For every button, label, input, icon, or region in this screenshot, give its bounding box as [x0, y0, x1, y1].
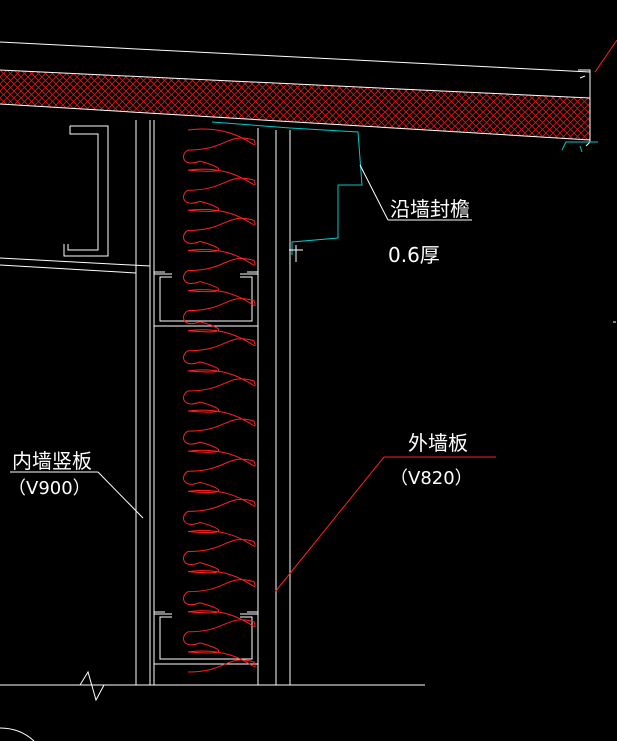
corner-arc — [0, 727, 35, 741]
left-beam-bottom — [0, 264, 137, 274]
fastener — [289, 245, 303, 262]
roof-edge-trim — [578, 69, 591, 147]
inner-wall-leader — [97, 471, 144, 519]
eave-flashing-thickness: 0.6厚 — [388, 243, 440, 267]
girt-lower — [153, 611, 259, 665]
girt-upper — [153, 271, 259, 327]
edge-leader — [594, 39, 617, 73]
outer-wall-leader — [274, 456, 385, 593]
wall-frame-lines — [0, 120, 616, 741]
eave-flashing: 沿墙封檐 0.6厚 — [211, 121, 598, 267]
insulation-loops — [183, 128, 256, 673]
c-purlin — [63, 125, 109, 257]
roof-upper-sheet — [0, 69, 591, 99]
left-beam-top — [0, 257, 151, 267]
flashing-line — [211, 121, 363, 255]
inner-wall-annotation: 内墙竖板 （V900） — [8, 449, 144, 519]
outer-wall-title: 外墙板 — [408, 431, 468, 455]
outer-wall-spec: （V820） — [390, 468, 473, 489]
roof-top-line — [0, 41, 591, 73]
drip-flashing — [561, 141, 598, 153]
eave-flashing-title: 沿墙封檐 — [390, 197, 470, 221]
outer-wall-annotation: 外墙板 （V820） — [274, 431, 496, 593]
inner-wall-title: 内墙竖板 — [12, 449, 92, 473]
break-symbol — [79, 670, 105, 702]
roof-lower-sheet — [0, 103, 591, 141]
inner-wall-spec: （V900） — [8, 478, 91, 499]
roof-panel — [0, 39, 617, 147]
roof-hatch — [0, 70, 590, 140]
flashing-leader — [359, 164, 389, 221]
wall-girts — [153, 271, 259, 665]
